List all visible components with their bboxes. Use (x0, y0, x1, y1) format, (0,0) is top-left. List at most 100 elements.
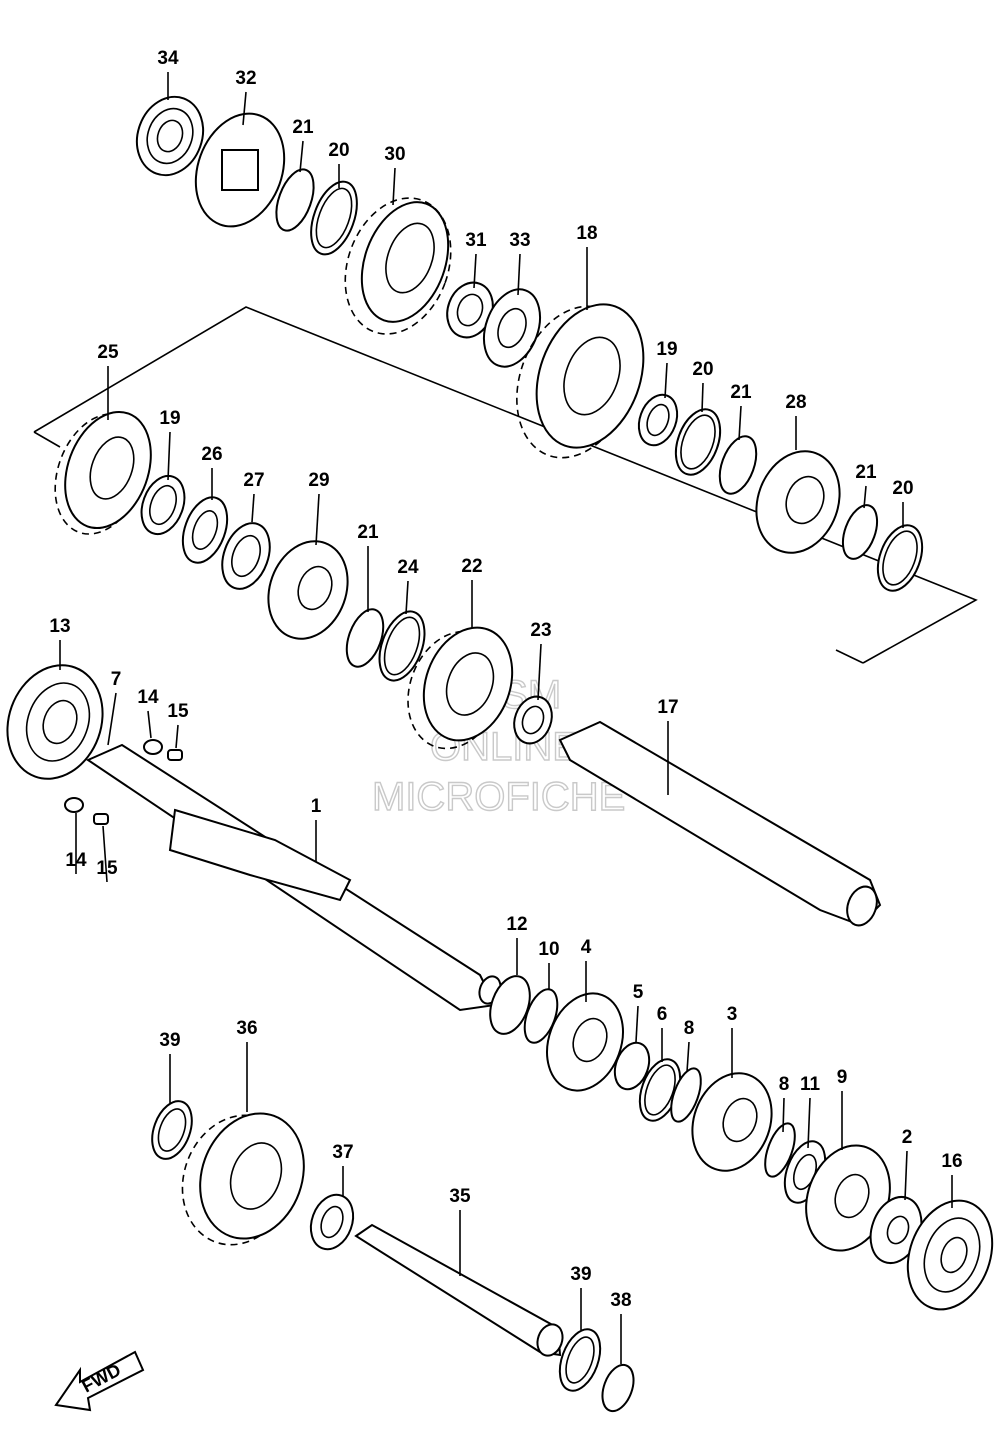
washer-33[interactable] (474, 282, 550, 375)
circlip-8-right[interactable] (759, 1120, 801, 1181)
callout-label-c36: 36 (236, 1018, 257, 1039)
circlip-21-top[interactable] (269, 164, 321, 235)
circlip-21-mid[interactable] (340, 604, 391, 671)
callout-label-c18: 18 (576, 223, 597, 244)
callout-label-c21b: 21 (730, 382, 752, 403)
callout-label-c3: 3 (727, 1004, 738, 1025)
driveshaft-17[interactable] (558, 720, 882, 930)
callout-label-c39b: 39 (570, 1264, 591, 1285)
callout-label-c19b: 19 (656, 339, 677, 360)
callout-label-c5: 5 (633, 982, 644, 1003)
callout-label-c16: 16 (941, 1151, 962, 1172)
leader-line-c8a (686, 1041, 690, 1073)
callout-label-c20c: 20 (892, 478, 913, 499)
callout-label-c20a: 20 (328, 140, 349, 161)
leader-line-c14a (147, 710, 152, 739)
bushing-19-left[interactable] (134, 470, 192, 540)
leader-line-c21b (738, 405, 742, 441)
callout-label-c34: 34 (157, 48, 179, 69)
bushing-23[interactable] (508, 691, 558, 748)
leader-line-c20b (701, 382, 704, 413)
screw-15-lower[interactable] (93, 813, 109, 825)
bearing-34[interactable] (126, 87, 214, 184)
callout-label-c15a: 15 (167, 701, 189, 722)
washer-20-far[interactable] (870, 519, 931, 597)
callout-label-c8a: 8 (684, 1018, 695, 1039)
callout-label-c24: 24 (397, 557, 419, 578)
needle-bearing-37[interactable] (304, 1189, 361, 1255)
callout-label-c39a: 39 (159, 1030, 180, 1051)
circlip-8-left[interactable] (665, 1065, 707, 1126)
screw-15-upper[interactable] (167, 749, 183, 761)
bushing-19-right[interactable] (632, 389, 684, 450)
gear-25[interactable] (39, 400, 166, 547)
leader-line-c23 (537, 643, 542, 701)
gear-18[interactable] (497, 289, 663, 474)
gear-29[interactable] (255, 530, 361, 650)
assembly-group-outline (33, 306, 978, 664)
washer-24[interactable] (371, 605, 433, 686)
callout-label-c35: 35 (449, 1186, 471, 1207)
leader-line-c21d (863, 485, 867, 509)
callout-label-c13: 13 (49, 616, 70, 637)
hub-32[interactable] (181, 101, 300, 239)
leader-line-c8b (782, 1097, 785, 1133)
gear-36[interactable] (165, 1099, 321, 1261)
gear-30[interactable] (327, 183, 469, 349)
callout-label-c33: 33 (509, 230, 530, 251)
callout-label-c28: 28 (785, 392, 806, 413)
callout-label-c21c: 21 (357, 522, 379, 543)
leader-line-c31 (473, 253, 477, 289)
callout-label-c9: 9 (837, 1067, 848, 1088)
callout-label-c29: 29 (308, 470, 329, 491)
callout-label-c37: 37 (332, 1142, 353, 1163)
callout-label-c7: 7 (111, 669, 122, 690)
gear-3[interactable] (679, 1062, 785, 1182)
washer-39-right[interactable] (552, 1324, 608, 1396)
callout-label-c8b: 8 (779, 1074, 790, 1095)
leader-line-c2 (904, 1150, 908, 1201)
callout-label-c14b: 14 (65, 850, 87, 871)
gear-22[interactable] (392, 615, 527, 762)
washer-26[interactable] (175, 491, 236, 569)
callout-label-c22: 22 (461, 556, 482, 577)
fwd-direction-arrow: FWD (54, 1350, 145, 1412)
bearing-retainer-14-lower[interactable] (64, 797, 84, 813)
callout-label-c6: 6 (657, 1004, 668, 1025)
callout-label-c1: 1 (311, 796, 322, 817)
callout-label-c30: 30 (384, 144, 405, 165)
callout-label-c32: 32 (235, 68, 256, 89)
washer-20-mid[interactable] (668, 403, 729, 481)
callout-label-c21a: 21 (292, 117, 314, 138)
bearing-16[interactable] (893, 1189, 1000, 1322)
watermark-line-3: MICROFICHE (372, 775, 625, 819)
leader-line-c19a (167, 431, 171, 481)
bearing-retainer-14-upper[interactable] (143, 739, 163, 755)
leader-line-c24 (405, 580, 409, 615)
leader-line-c11 (807, 1097, 811, 1149)
circlip-21-far[interactable] (836, 501, 883, 564)
gear-28[interactable] (743, 439, 854, 564)
bearing-13[interactable] (0, 652, 118, 792)
callout-label-c31: 31 (465, 230, 487, 251)
circlip-38[interactable] (597, 1361, 640, 1416)
callout-label-c2: 2 (902, 1127, 913, 1148)
callout-label-c26: 26 (201, 444, 222, 465)
callout-label-c12: 12 (506, 914, 527, 935)
leader-line-c5 (635, 1005, 639, 1043)
bushing-5[interactable] (609, 1038, 655, 1094)
washer-20-top[interactable] (302, 175, 366, 260)
circlip-21-right[interactable] (713, 431, 764, 498)
reverse-shaft-35[interactable] (354, 1223, 567, 1359)
callout-label-c21d: 21 (855, 462, 877, 483)
leader-line-c30 (392, 167, 396, 206)
callout-label-c20b: 20 (692, 359, 713, 380)
leader-line-c15b (102, 825, 108, 883)
washer-39-left[interactable] (145, 1096, 199, 1165)
callout-label-c27: 27 (243, 470, 264, 491)
callout-label-c4: 4 (581, 937, 592, 958)
leader-line-c33 (517, 253, 521, 296)
lock-washer-27[interactable] (214, 517, 279, 596)
